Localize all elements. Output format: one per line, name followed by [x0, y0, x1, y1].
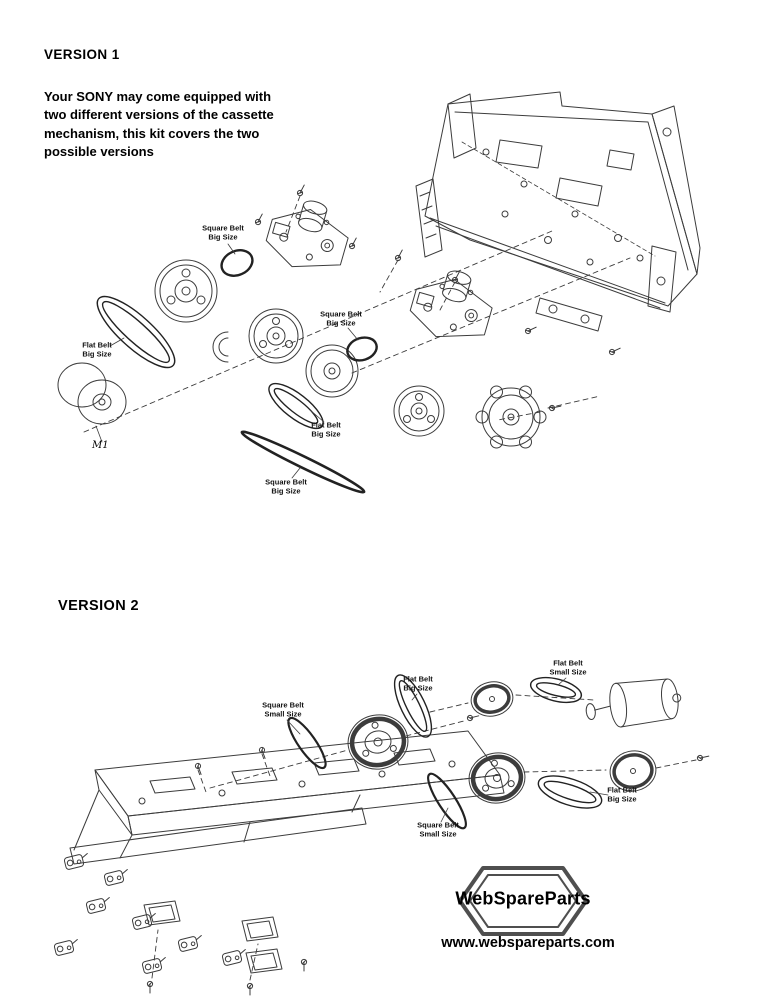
pulley-2 [248, 308, 304, 364]
leader-lines-v1 [95, 243, 359, 479]
version2-title: VERSION 2 [58, 598, 139, 614]
flat-belt-big-mid [268, 382, 324, 430]
flat-belt-small [529, 676, 583, 704]
motor-m1 [57, 362, 127, 425]
belt-label-square-big-long: Square Belt Big Size [265, 477, 307, 496]
flat-belt-big-v2-1 [393, 674, 433, 738]
flywheel [475, 385, 547, 449]
version1-title: VERSION 1 [44, 47, 120, 62]
pulley-small-2 [609, 750, 657, 792]
belt-label-flat-big-v2-1: Flat Belt Big Size [403, 674, 433, 693]
belt-label-square-small-1: Square Belt Small Size [262, 700, 304, 719]
pulley-small-1 [470, 681, 514, 717]
idler-bracket [212, 331, 229, 363]
belt-label-square-small-2: Square Belt Small Size [417, 820, 459, 839]
gear-rack-bracket [415, 178, 443, 258]
square-belt-big-long [240, 430, 366, 494]
belt-label-square-big-mid: Square Belt Big Size [320, 309, 362, 328]
belt-label-flat-big-mid: Flat Belt Big Size [311, 420, 341, 439]
clutch-parts [53, 852, 283, 975]
leader-lines-v2 [286, 677, 609, 823]
logo-brand-text: WebSpareParts [455, 888, 591, 909]
chassis-back-plate [424, 91, 701, 309]
square-belt-big-mid [346, 336, 378, 362]
head-mechanism-2 [404, 260, 500, 350]
motor-m1-label: M1 [92, 440, 109, 451]
square-belt-big-top [220, 249, 254, 277]
head-mechanism-1 [260, 190, 356, 280]
square-belt-small-2 [427, 772, 467, 830]
flat-belt-big-left [96, 295, 176, 369]
side-bracket [647, 245, 677, 313]
version1-exploded-diagram [57, 91, 701, 494]
pulley-3 [305, 344, 359, 398]
square-belt-small-1 [287, 716, 327, 770]
lever-bar [535, 297, 603, 332]
pulley-large [154, 259, 218, 323]
belt-label-flat-small: Flat Belt Small Size [549, 658, 587, 677]
belt-label-square-big-top: Square Belt Big Size [202, 223, 244, 242]
motor-2 [585, 678, 682, 728]
version2-exploded-diagram [53, 674, 710, 996]
chassis-v2 [69, 730, 505, 865]
belt-label-flat-big-v2-2: Flat Belt Big Size [607, 785, 637, 804]
website-url: www.webspareparts.com [441, 935, 615, 951]
belt-label-flat-big-left: Flat Belt Big Size [82, 340, 112, 359]
flat-pulley-1 [347, 714, 409, 770]
version1-intro-text: Your SONY may come equipped with two dif… [44, 89, 274, 160]
pulley-4 [393, 385, 445, 437]
logo-hexagon-icon [458, 866, 588, 936]
flat-pulley-2 [468, 752, 526, 804]
flat-belt-big-v2-2 [537, 775, 603, 809]
